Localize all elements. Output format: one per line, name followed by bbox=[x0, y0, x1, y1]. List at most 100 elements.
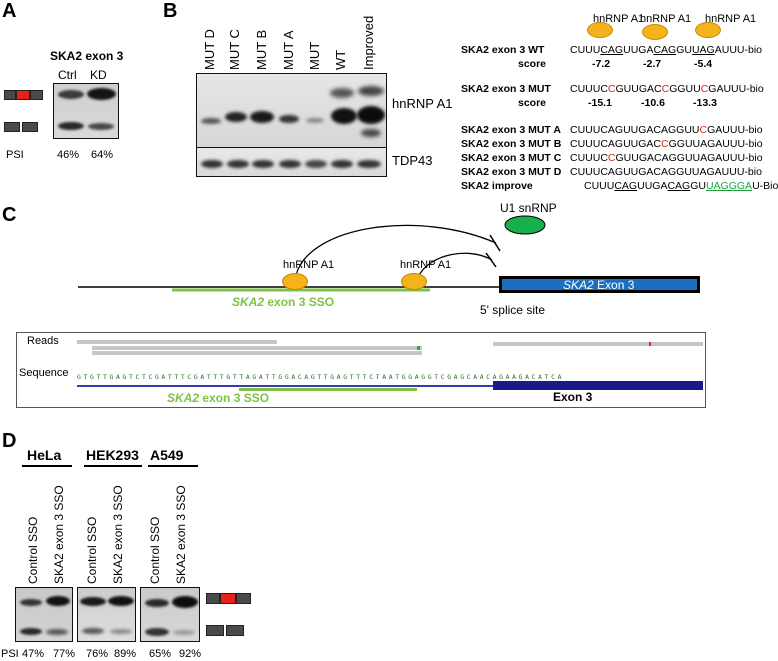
panel-a-gel bbox=[53, 83, 119, 139]
panel-a-lane-kd: KD bbox=[90, 68, 107, 82]
hnrnp-a1-oval bbox=[695, 22, 721, 38]
mut-c-sequence: CUUUCCGUUGACAGGUUAGAUUU-bio bbox=[570, 152, 763, 164]
panel-label-a: A bbox=[2, 0, 17, 22]
rtpcr-gel-hela bbox=[15, 587, 73, 642]
reads-label: Reads bbox=[27, 335, 59, 347]
wt-score-3: -5.4 bbox=[694, 58, 713, 70]
psi-hek-control: 76% bbox=[86, 648, 109, 660]
lane-ska2-sso-a549: SKA2 exon 3 SSO bbox=[174, 485, 188, 584]
hnrnp-label-1: hnRNP A1 bbox=[283, 259, 335, 271]
panel-a-lane-ctrl: Ctrl bbox=[58, 68, 77, 82]
oval-label-2: hnRNP A1 bbox=[640, 13, 692, 25]
sso-track-label: SKA2 exon 3 SSO bbox=[167, 391, 270, 405]
mut-score-1: -15.1 bbox=[588, 97, 612, 109]
lane-label-wt: WT bbox=[333, 49, 348, 70]
lane-ska2-sso-hela: SKA2 exon 3 SSO bbox=[52, 485, 66, 584]
hnrnp-a1-oval bbox=[587, 22, 613, 38]
mut-c-label: SKA2 exon 3 MUT C bbox=[461, 152, 562, 164]
igv-track-box: Reads Sequence G T G T T G A G T C T C G… bbox=[16, 332, 706, 408]
wt-score-2: -2.7 bbox=[643, 58, 662, 70]
read-bar bbox=[92, 346, 422, 350]
panel-a-psi-ctrl: 46% bbox=[57, 149, 80, 161]
panel-label-b: B bbox=[163, 0, 178, 22]
panel-label-d: D bbox=[2, 430, 17, 452]
mut-b-sequence: CUUUCAGUUGACCGGUUAGAUUU-bio bbox=[570, 138, 763, 150]
lane-ska2-sso-hek: SKA2 exon 3 SSO bbox=[111, 485, 125, 584]
blot-label-hnrnp-a1: hnRNP A1 bbox=[392, 96, 453, 111]
gel-band bbox=[88, 123, 114, 130]
sso-label: SKA2 exon 3 SSO bbox=[232, 295, 335, 309]
lane-label-mut-c: MUT C bbox=[227, 29, 242, 70]
sequence-label: Sequence bbox=[19, 367, 69, 379]
mut-score-2: -10.6 bbox=[641, 97, 665, 109]
exon3-track-label: Exon 3 bbox=[553, 390, 593, 404]
mut-a-label: SKA2 exon 3 MUT A bbox=[461, 124, 561, 136]
lane-control-sso-hela: Control SSO bbox=[26, 516, 40, 584]
panel-label-c: C bbox=[2, 204, 17, 226]
isoform-skipping-icon-d bbox=[206, 625, 252, 636]
psi-hela-control: 47% bbox=[22, 648, 45, 660]
read-bar bbox=[77, 340, 277, 344]
mut-score-label: score bbox=[518, 97, 547, 109]
wt-score-label: score bbox=[518, 58, 547, 70]
oval-label-1: hnRNP A1 bbox=[593, 13, 645, 25]
isoform-inclusion-icon bbox=[4, 90, 44, 100]
hnrnp-a1-oval-2 bbox=[401, 273, 427, 290]
lane-control-sso-a549: Control SSO bbox=[148, 516, 162, 584]
panel-a-psi-label: PSI bbox=[6, 149, 24, 161]
mut-sequence: CUUUCCGUUGACCGGUUCGAUUU-bio bbox=[570, 83, 764, 95]
mut-d-sequence: CUUUCAGUUGACAGGUUAGAUUU-bio bbox=[570, 166, 762, 178]
read-bar bbox=[92, 351, 422, 355]
lane-control-sso-hek: Control SSO bbox=[85, 516, 99, 584]
lane-label-mut-b: MUT B bbox=[254, 29, 269, 70]
improve-label: SKA2 improve bbox=[461, 180, 533, 192]
western-blot-tdp43 bbox=[196, 147, 387, 177]
u1-snrnp-label: U1 snRNP bbox=[500, 201, 557, 215]
gel-band bbox=[87, 88, 116, 100]
splice-site-label: 5' splice site bbox=[480, 303, 545, 317]
panel-a-psi-kd: 64% bbox=[91, 149, 114, 161]
wt-sequence: CUUUCAGUUGACAGGUUAGAUUU-bio bbox=[570, 44, 762, 56]
cell-label-hek293: HEK293 bbox=[86, 447, 139, 463]
splicing-diagram bbox=[78, 215, 546, 292]
psi-hela-sso: 77% bbox=[53, 648, 76, 660]
rtpcr-gel-hek293 bbox=[77, 587, 136, 642]
gel-band bbox=[58, 122, 84, 130]
wt-score-1: -7.2 bbox=[592, 58, 611, 70]
ska2-exon3-box bbox=[499, 276, 700, 293]
oval-label-3: hnRNP A1 bbox=[705, 13, 757, 25]
mut-label: SKA2 exon 3 MUT bbox=[461, 83, 551, 95]
mut-d-label: SKA2 exon 3 MUT D bbox=[461, 166, 562, 178]
mut-b-label: SKA2 exon 3 MUT B bbox=[461, 138, 562, 150]
hnrnp-a1-oval bbox=[642, 24, 668, 40]
wt-label: SKA2 exon 3 WT bbox=[461, 44, 545, 56]
mut-a-sequence: CUUUCAGUUGACAGGUUCGAUUU-bio bbox=[570, 124, 763, 136]
lane-label-mut: MUT bbox=[307, 41, 322, 70]
psi-a549-control: 65% bbox=[149, 648, 172, 660]
cell-label-hela: HeLa bbox=[27, 447, 62, 463]
rtpcr-gel-a549 bbox=[140, 587, 200, 642]
blot-label-tdp43: TDP43 bbox=[392, 153, 433, 168]
hnrnp-a1-oval-1 bbox=[282, 273, 308, 290]
sso-track-bar bbox=[239, 388, 417, 391]
isoform-inclusion-icon-d bbox=[206, 593, 252, 604]
lane-label-improved: Improved bbox=[361, 15, 376, 70]
panel-a-title: SKA2 exon 3 bbox=[50, 49, 124, 63]
isoform-skipping-icon bbox=[4, 122, 44, 132]
improve-sequence: CUUUCAGUUGACAGGUUAGGGAU-Bio bbox=[584, 180, 778, 192]
sequence-track: G T G T T G A G T C T C G A T T T C G A … bbox=[77, 373, 561, 381]
western-blot-hnrnp-a1 bbox=[196, 73, 387, 149]
cell-label-a549: A549 bbox=[150, 447, 184, 463]
lane-label-mut-a: MUT A bbox=[281, 30, 296, 71]
psi-a549-sso: 92% bbox=[179, 648, 202, 660]
psi-hek-sso: 89% bbox=[114, 648, 137, 660]
lane-label-mut-d: MUT D bbox=[202, 29, 217, 70]
mut-score-3: -13.3 bbox=[693, 97, 717, 109]
exon-box-label: SKA2 Exon 3 bbox=[563, 278, 635, 292]
exon-track-bar bbox=[493, 381, 703, 390]
gene-track-line bbox=[77, 385, 497, 387]
panel-d-psi-label: PSI bbox=[1, 648, 19, 660]
gel-band bbox=[58, 90, 84, 99]
read-bar bbox=[493, 342, 703, 346]
hnrnp-label-2: hnRNP A1 bbox=[400, 259, 452, 271]
